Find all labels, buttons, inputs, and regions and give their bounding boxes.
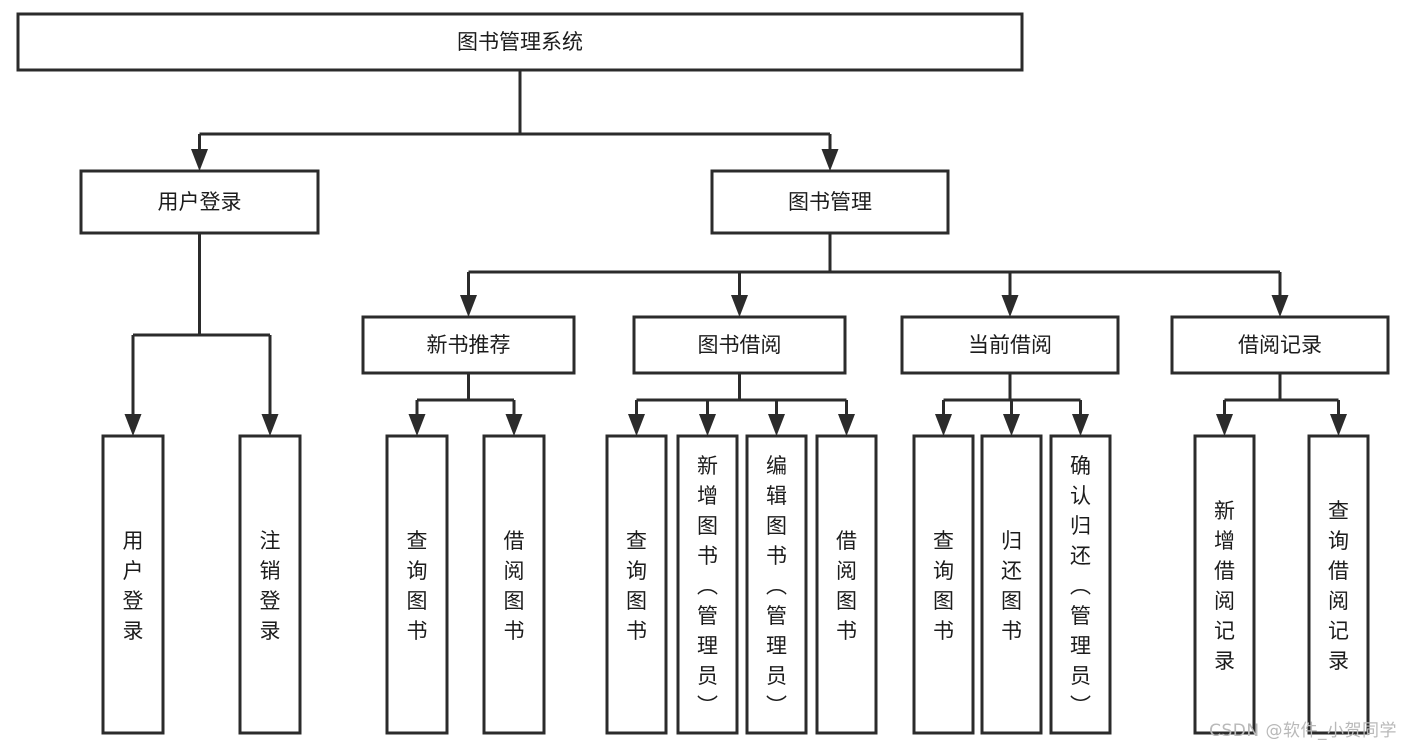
node-leaf-query-book-1[interactable]: 查询图书 xyxy=(385,434,449,735)
arrow-head-icon xyxy=(628,414,645,436)
node-label: 借阅图书 xyxy=(504,529,525,643)
node-box xyxy=(912,434,975,735)
node-box xyxy=(482,434,546,735)
node-label: 图书借阅 xyxy=(698,333,782,357)
node-box xyxy=(361,315,576,375)
node-leaf-add-book[interactable]: 新增图书︵管理员︶ xyxy=(676,434,739,735)
arrow-head-icon xyxy=(1330,414,1347,436)
arrow-head-icon xyxy=(505,414,523,436)
node-box xyxy=(605,434,668,735)
node-leaf-add-record[interactable]: 新增借阅记录 xyxy=(1193,434,1256,735)
arrow-head-icon xyxy=(768,414,785,436)
arrow-head-icon xyxy=(408,414,426,436)
node-box xyxy=(1170,315,1390,375)
node-label: 归还图书 xyxy=(1001,529,1022,643)
arrow-head-icon xyxy=(191,149,208,171)
node-box xyxy=(1307,434,1370,735)
node-box xyxy=(101,434,165,735)
node-label: 图书管理 xyxy=(788,190,872,214)
node-book-manage[interactable]: 图书管理 xyxy=(710,169,950,235)
node-label: 当前借阅 xyxy=(968,333,1052,357)
node-box xyxy=(79,169,320,235)
node-borrow-record[interactable]: 借阅记录 xyxy=(1170,315,1390,375)
node-leaf-borrow-book-2[interactable]: 借阅图书 xyxy=(815,434,878,735)
node-label: 借阅记录 xyxy=(1238,333,1322,357)
arrow-head-icon xyxy=(261,414,279,436)
node-leaf-edit-book[interactable]: 编辑图书︵管理员︶ xyxy=(745,434,808,735)
node-label: 编辑图书︵管理员︶ xyxy=(766,454,787,718)
node-root[interactable]: 图书管理系统 xyxy=(16,12,1024,72)
node-leaf-return-book[interactable]: 归还图书 xyxy=(980,434,1043,735)
node-label: 用户登录 xyxy=(158,190,242,214)
node-label: 注销登录 xyxy=(260,529,281,643)
node-label: 图书管理系统 xyxy=(457,30,583,54)
node-label: 新增图书︵管理员︶ xyxy=(697,454,718,718)
node-leaf-confirm-return[interactable]: 确认归还︵管理员︶ xyxy=(1049,434,1112,735)
arrow-head-icon xyxy=(821,149,839,171)
arrow-head-icon xyxy=(1003,414,1020,436)
node-new-book-rec[interactable]: 新书推荐 xyxy=(361,315,576,375)
node-box xyxy=(1193,434,1256,735)
arrow-head-icon xyxy=(731,295,748,317)
node-label: 查询图书 xyxy=(626,529,647,643)
node-leaf-query-record[interactable]: 查询借阅记录 xyxy=(1307,434,1370,735)
node-user-login[interactable]: 用户登录 xyxy=(79,169,320,235)
arrow-head-icon xyxy=(124,414,142,436)
arrow-head-icon xyxy=(699,414,716,436)
arrow-head-icon xyxy=(1216,414,1233,436)
node-leaf-borrow-book-1[interactable]: 借阅图书 xyxy=(482,434,546,735)
node-box xyxy=(16,12,1024,72)
arrow-head-icon xyxy=(460,295,477,317)
node-box xyxy=(710,169,950,235)
arrow-head-icon xyxy=(838,414,855,436)
node-label: 新书推荐 xyxy=(427,333,511,357)
node-box xyxy=(238,434,302,735)
node-box xyxy=(815,434,878,735)
arrow-head-icon xyxy=(1271,295,1289,317)
node-label: 用户登录 xyxy=(123,529,144,643)
node-label: 查询借阅记录 xyxy=(1328,499,1349,673)
node-label: 借阅图书 xyxy=(836,529,857,643)
node-box xyxy=(900,315,1120,375)
node-leaf-query-book-3[interactable]: 查询图书 xyxy=(912,434,975,735)
arrow-head-icon xyxy=(1001,295,1019,317)
connector-lines-layer xyxy=(124,70,1347,436)
node-leaf-logout[interactable]: 注销登录 xyxy=(238,434,302,735)
node-book-borrow[interactable]: 图书借阅 xyxy=(632,315,847,375)
arrow-head-icon xyxy=(1072,414,1089,436)
node-leaf-query-book-2[interactable]: 查询图书 xyxy=(605,434,668,735)
arrow-head-icon xyxy=(935,414,952,436)
node-label: 确认归还︵管理员︶ xyxy=(1070,454,1091,718)
node-box xyxy=(632,315,847,375)
node-label: 查询图书 xyxy=(933,529,954,643)
node-box xyxy=(745,434,808,735)
node-box xyxy=(980,434,1043,735)
node-box xyxy=(676,434,739,735)
node-box xyxy=(385,434,449,735)
node-label: 新增借阅记录 xyxy=(1214,499,1235,673)
node-current-borrow[interactable]: 当前借阅 xyxy=(900,315,1120,375)
node-boxes-layer: 图书管理系统用户登录图书管理新书推荐图书借阅当前借阅借阅记录用户登录注销登录查询… xyxy=(16,12,1390,735)
node-leaf-user-login[interactable]: 用户登录 xyxy=(101,434,165,735)
node-box xyxy=(1049,434,1112,735)
node-label: 查询图书 xyxy=(407,529,428,643)
